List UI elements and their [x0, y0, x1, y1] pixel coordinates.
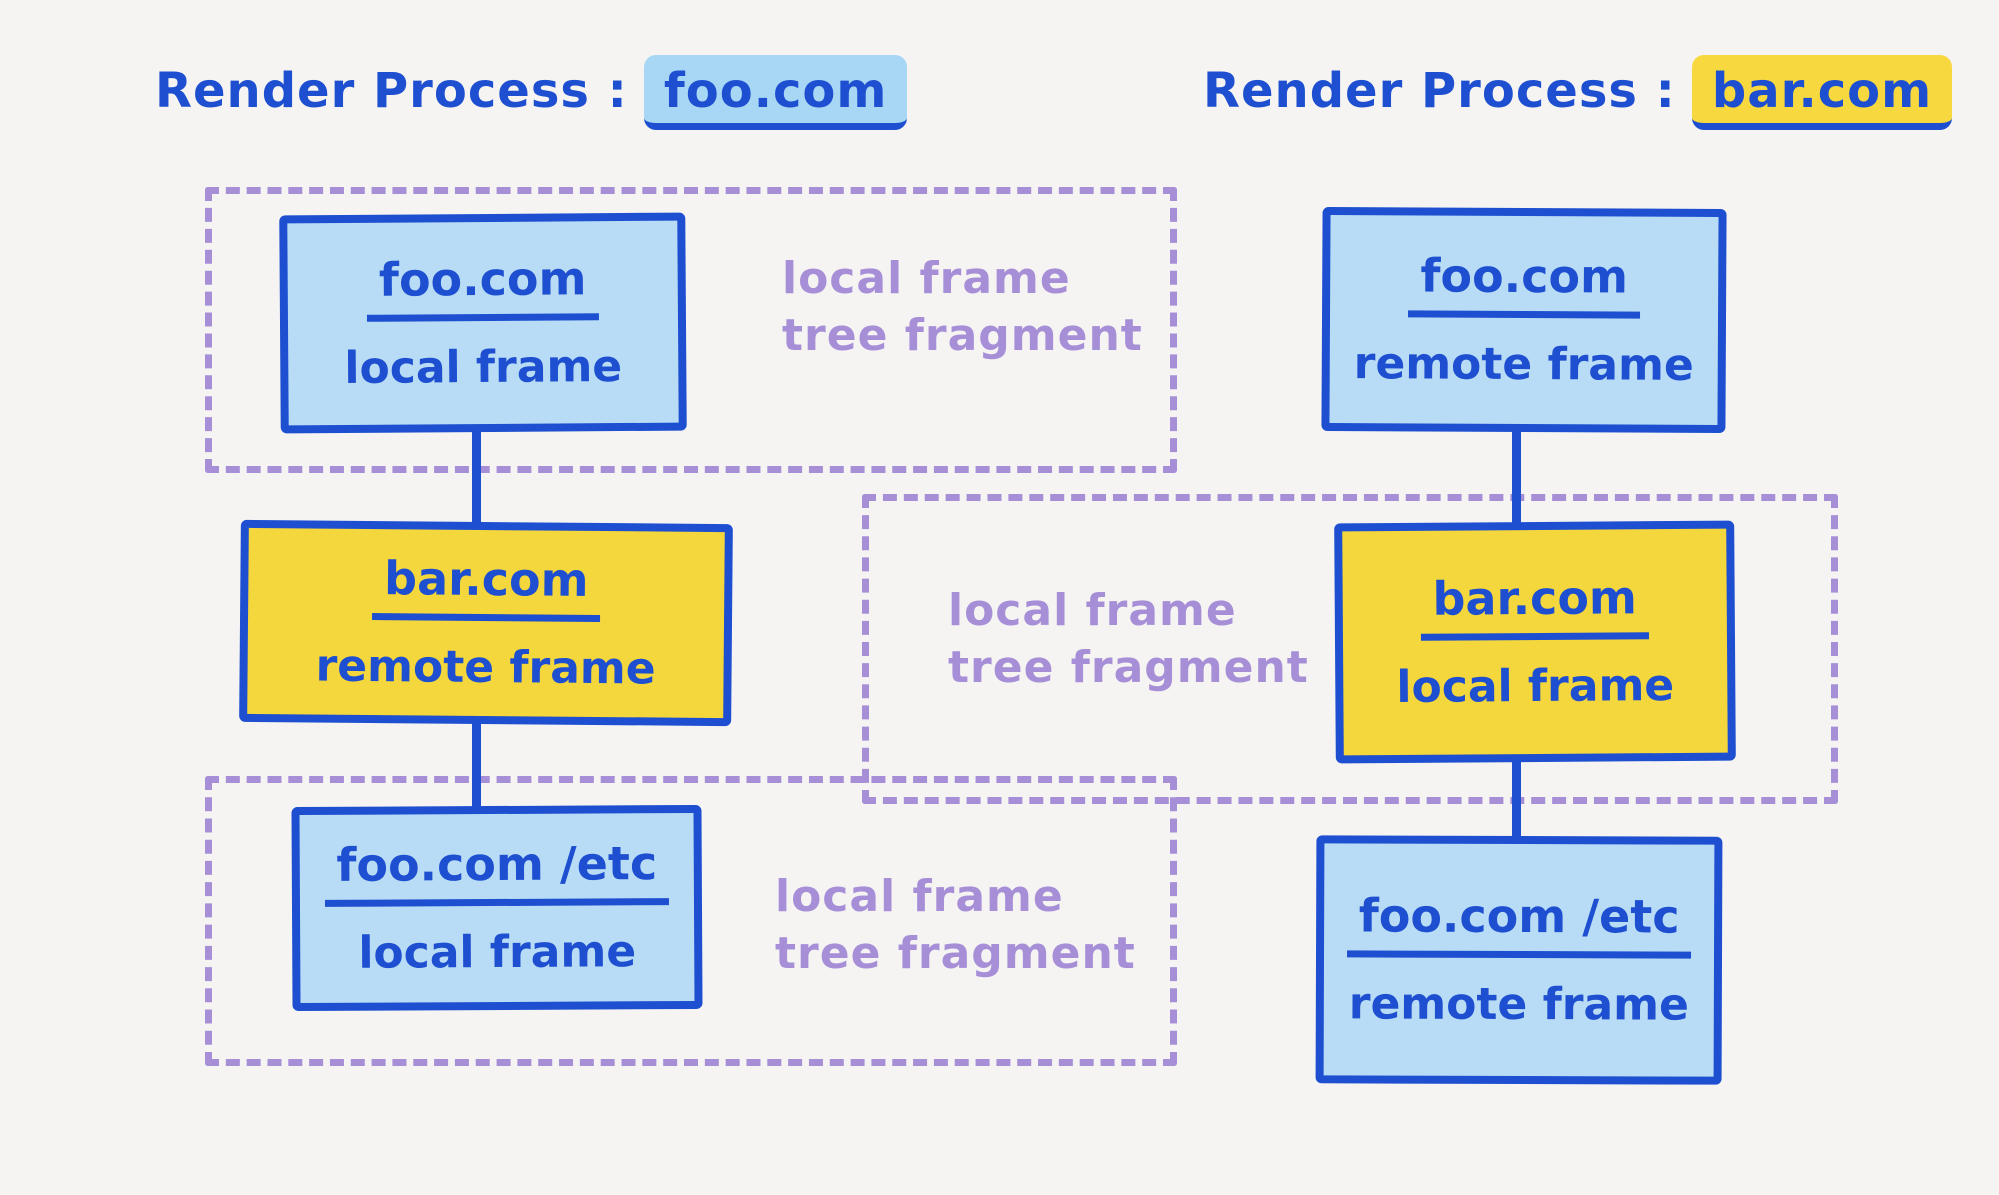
connector-line [1512, 758, 1521, 840]
frame-node-domain: foo.com [366, 252, 599, 322]
fragment-label-right: local frame tree fragment [948, 585, 1309, 694]
frame-node-right-bar-local: bar.com local frame [1334, 520, 1736, 764]
frame-node-left-bar-remote: bar.com remote frame [239, 519, 733, 727]
frame-node-left-fooetc-local: foo.com /etc local frame [291, 804, 703, 1012]
frame-node-type: remote frame [1353, 337, 1694, 391]
frame-node-type: local frame [344, 340, 623, 394]
frame-node-type: local frame [1396, 659, 1675, 713]
render-process-title-left: Render Process : foo.com [155, 55, 908, 130]
render-process-title-left-domain-highlight: foo.com [643, 55, 908, 130]
render-process-title-right-prefix: Render Process : [1203, 63, 1676, 119]
render-process-title-right: Render Process : bar.com [1203, 55, 1953, 130]
frame-node-type: local frame [358, 925, 637, 979]
frame-node-domain: foo.com [1408, 249, 1641, 319]
connector-line [1512, 428, 1521, 526]
render-process-title-left-prefix: Render Process : [155, 63, 628, 119]
frame-node-type: remote frame [315, 640, 656, 695]
render-process-title-right-domain-highlight: bar.com [1691, 55, 1953, 130]
frame-node-domain: bar.com [371, 551, 601, 622]
frame-node-type: remote frame [1348, 977, 1689, 1031]
fragment-label-left-top: local frame tree fragment [782, 253, 1143, 362]
connector-line [472, 720, 481, 810]
frame-node-left-foo-local: foo.com local frame [279, 212, 687, 434]
fragment-label-left-bottom: local frame tree fragment [775, 871, 1136, 980]
frame-node-right-foo-remote: foo.com remote frame [1321, 206, 1727, 434]
local-frame-tree-fragment-box-left-bottom [205, 776, 1177, 1066]
frame-node-domain: bar.com [1420, 571, 1650, 641]
local-frame-tree-fragment-box-right [862, 494, 1838, 804]
frame-node-domain: foo.com /etc [324, 836, 670, 907]
frame-node-domain: foo.com /etc [1346, 889, 1692, 959]
local-frame-tree-fragment-box-left-top [205, 187, 1177, 473]
connector-line [472, 428, 481, 528]
frame-node-right-fooetc-remote: foo.com /etc remote frame [1315, 835, 1723, 1085]
